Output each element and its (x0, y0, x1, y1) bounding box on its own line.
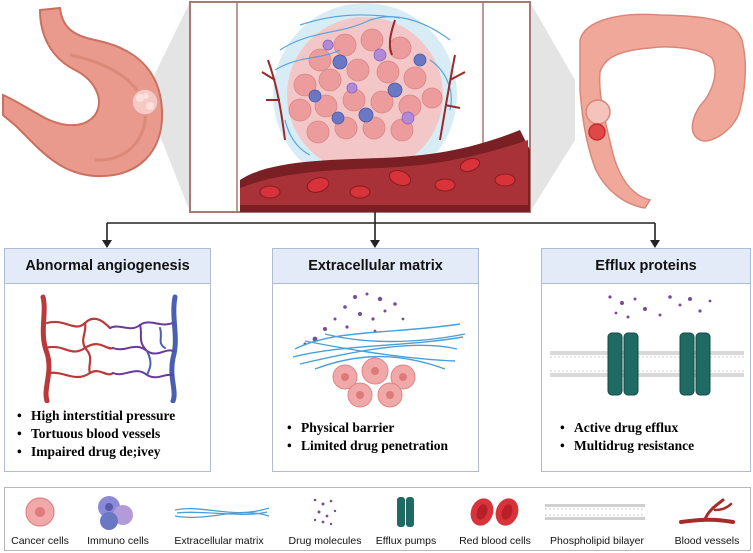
bullet-item: Multidrug resistance (560, 437, 694, 455)
efflux-illustration (550, 295, 744, 396)
panel-ecm: Extracellular matrix Physical barrier Li… (272, 248, 479, 472)
panel-angiogenesis: Abnormal angiogenesis (4, 248, 211, 472)
panel-title: Extracellular matrix (273, 249, 478, 284)
legend-label: Efflux pumps (375, 535, 437, 547)
bullet-item: Active drug efflux (560, 419, 694, 437)
legend-label: Drug molecules (288, 535, 362, 547)
legend-label: Immuno cells (87, 535, 149, 547)
cancer-cell-icon (25, 497, 55, 527)
efflux-pump-icon (397, 497, 414, 527)
legend-label: Cancer cells (11, 535, 69, 547)
legend-label: Extracellular matrix (174, 535, 264, 547)
drug-molecules-icon (313, 498, 337, 526)
legend-label: Phospholipid bilayer (550, 535, 644, 547)
immune-cell-icon (98, 496, 133, 530)
panel-title: Efflux proteins (542, 249, 750, 284)
angiogenesis-illustration (40, 294, 178, 403)
tumor-microenvironment (240, 3, 530, 212)
bullet-item: Tortuous blood vessels (17, 425, 175, 443)
bullet-item: Physical barrier (287, 419, 448, 437)
top-illustration (0, 0, 753, 225)
zoom-left-shadow (147, 2, 190, 212)
legend-label: Blood vessels (674, 535, 740, 547)
panel-efflux: Efflux proteins Active drug efflux Multi… (541, 248, 751, 472)
blood-vessel-icon (679, 498, 735, 524)
colon-illustration (579, 13, 747, 209)
zoom-right-shadow (530, 2, 575, 212)
bullet-item: Limited drug penetration (287, 437, 448, 455)
bullet-list: High interstitial pressure Tortuous bloo… (17, 407, 175, 461)
bullet-item: High interstitial pressure (17, 407, 175, 425)
stomach-illustration (2, 6, 164, 178)
ecm-illustration (292, 292, 466, 408)
bullet-list: Physical barrier Limited drug penetratio… (287, 419, 448, 455)
arrows (0, 210, 753, 250)
bullet-item: Impaired drug de;ivey (17, 443, 175, 461)
ecm-fiber-icon (174, 507, 270, 519)
legend-label: Red blood cells (459, 535, 531, 547)
bullet-list: Active drug efflux Multidrug resistance (560, 419, 694, 455)
phospholipid-bilayer-icon (545, 504, 645, 520)
legend: Cancer cells Immuno cells Extracellular … (4, 487, 751, 551)
panel-title: Abnormal angiogenesis (5, 249, 210, 284)
red-blood-cell-icon (470, 498, 519, 526)
